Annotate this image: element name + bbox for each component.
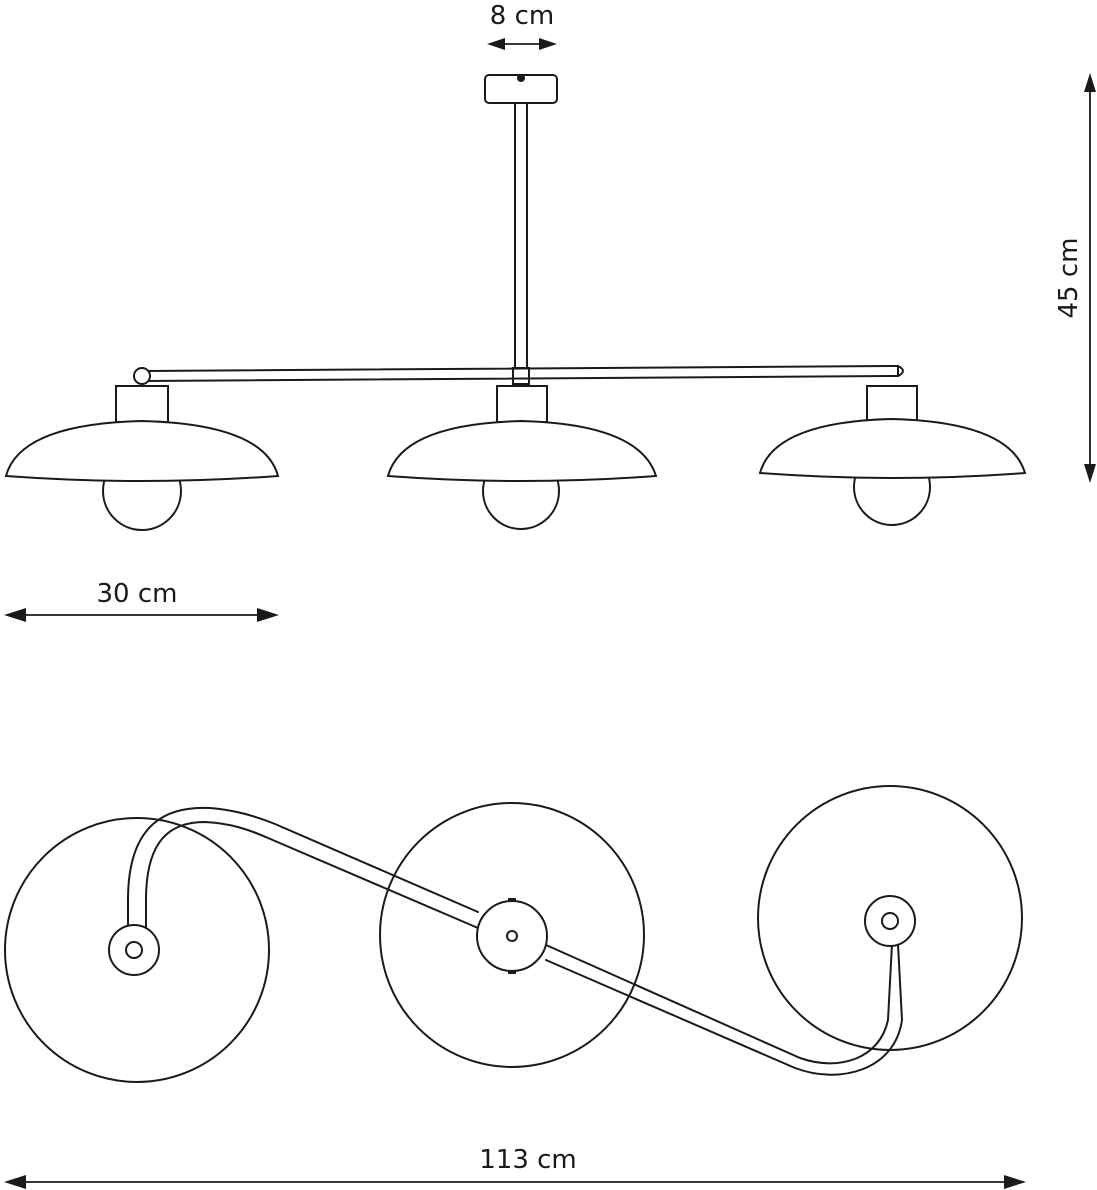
dimension-shade: 30 cm [4, 579, 279, 622]
dimension-label-height: 45 cm [1054, 238, 1084, 319]
canopy-screw [517, 74, 525, 82]
arrow-down-icon [1084, 464, 1096, 483]
lamp-socket [496, 385, 548, 423]
arrow-right-icon [539, 38, 557, 50]
arrow-right-icon [1004, 1175, 1026, 1189]
suspension-rod [514, 102, 528, 372]
arm-end-cap-left [133, 367, 151, 385]
front-lamp-center [386, 385, 658, 530]
rod-connector [512, 367, 530, 385]
lamp-socket [115, 385, 169, 423]
horizontal-arm [144, 365, 899, 382]
arrow-left-icon [4, 1175, 26, 1189]
top-mount-left-hole [125, 941, 143, 959]
top-mount-right-hole [881, 912, 899, 930]
arrow-right-icon [257, 608, 279, 622]
lamp-shade [4, 419, 280, 482]
arrow-left-icon [4, 608, 26, 622]
front-lamp-right [758, 385, 1027, 526]
dimension-label-total: 113 cm [479, 1145, 577, 1175]
top-arm-outer-right [545, 924, 894, 1065]
top-arm-outer [127, 806, 479, 941]
arrow-up-icon [1084, 73, 1096, 92]
top-canopy-center-hole [506, 930, 518, 942]
lamp-shade [758, 417, 1027, 479]
top-view [4, 785, 1023, 1083]
lamp-socket [866, 385, 918, 423]
top-shade-center [379, 802, 645, 1068]
arm-end-cap-right [897, 365, 904, 377]
front-lamp-left [4, 385, 280, 531]
dimension-label-shade: 30 cm [97, 579, 178, 609]
top-arm-inner [145, 821, 479, 941]
dimension-label-canopy: 8 cm [490, 1, 554, 31]
lamp-shade [386, 419, 658, 482]
top-shade-left [4, 817, 270, 1083]
front-view [4, 74, 1027, 531]
arrow-left-icon [487, 38, 505, 50]
dimension-total: 113 cm [4, 1145, 1026, 1189]
dimension-canopy: 8 cm [487, 1, 557, 50]
top-arm-inner-right [545, 924, 903, 1076]
dimension-height: 45 cm [1054, 73, 1096, 483]
